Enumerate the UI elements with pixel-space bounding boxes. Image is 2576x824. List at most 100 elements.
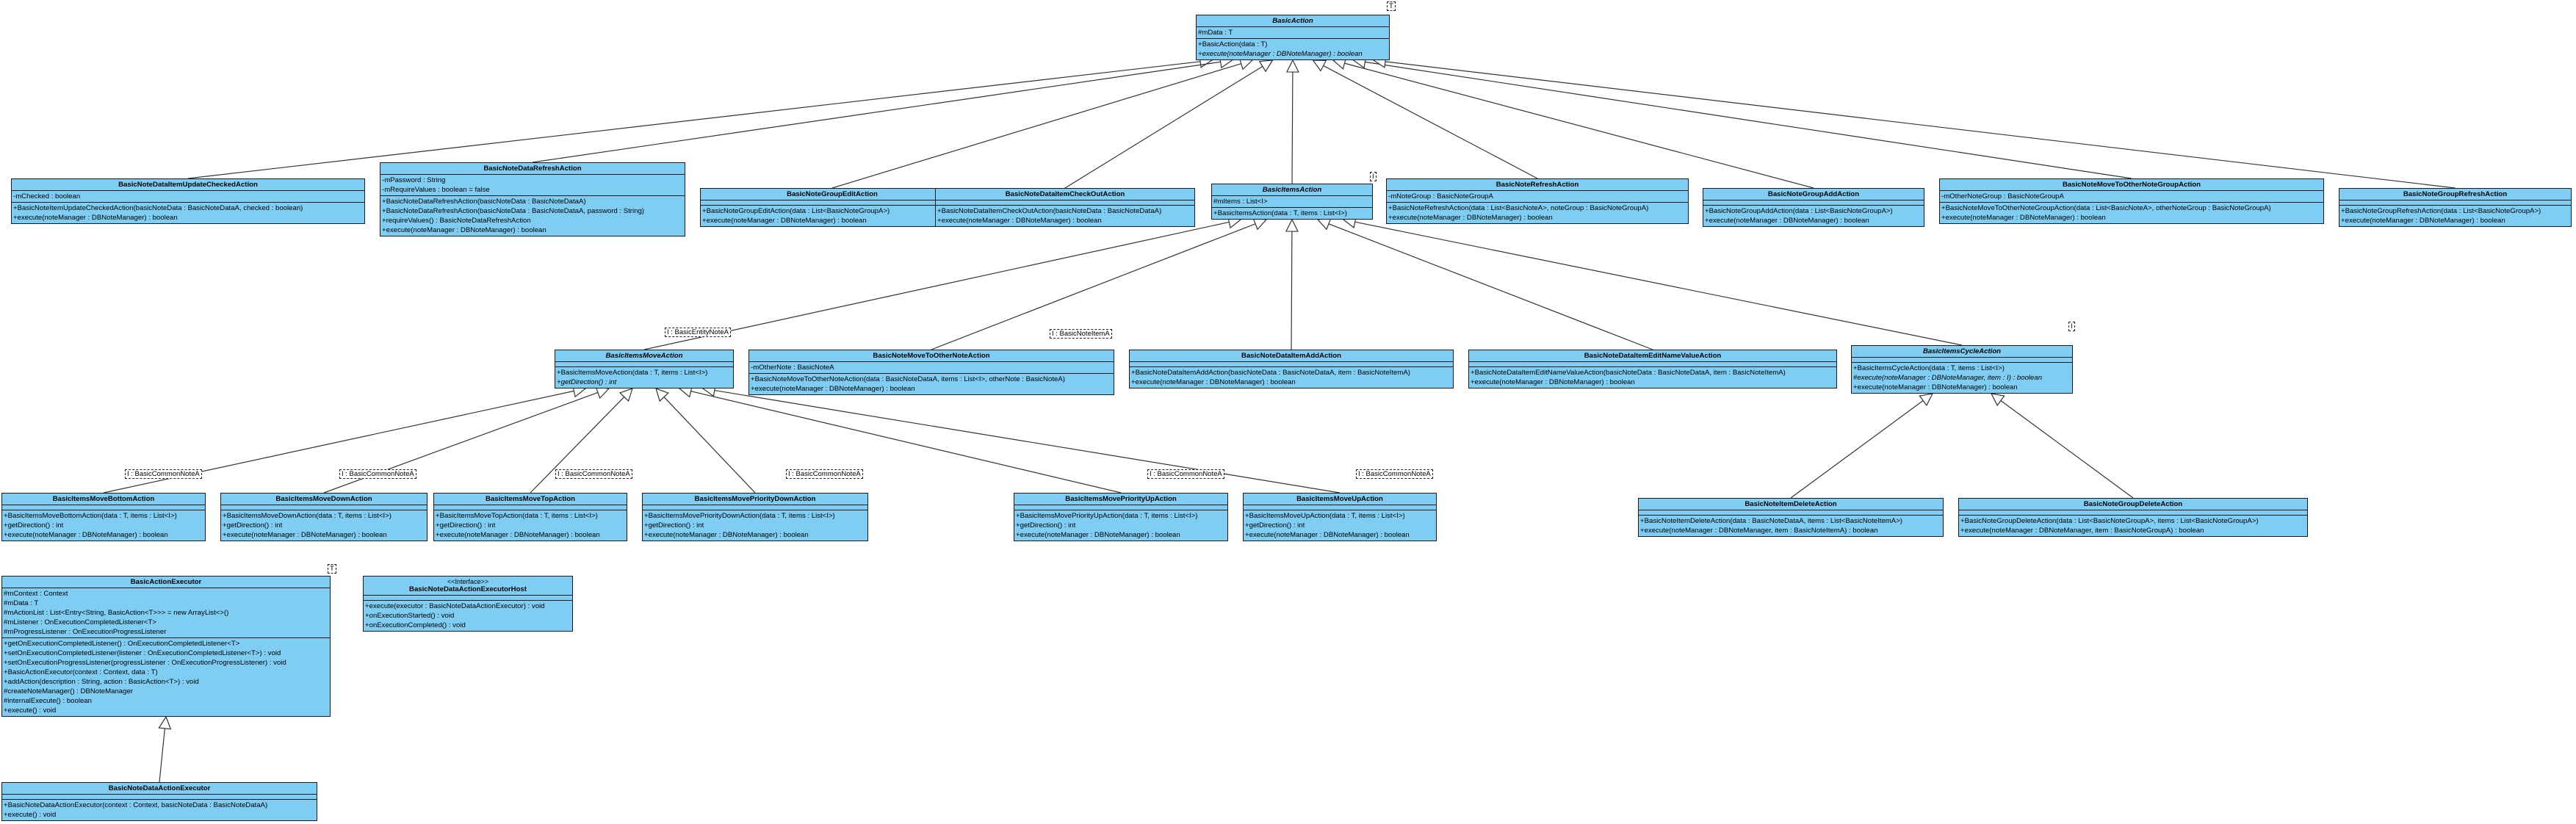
- class-move-top[interactable]: BasicItemsMoveTopAction +BasicItemsMoveTo…: [433, 493, 627, 541]
- class-item-edit-name[interactable]: BasicNoteDataItemEditNameValueAction +Bas…: [1468, 350, 1837, 388]
- field-row: -mPassword : String: [382, 176, 446, 184]
- methods-section: +BasicNoteDataActionExecutor(context : C…: [2, 799, 317, 820]
- inheritance-arrowhead: [1258, 59, 1274, 73]
- methods-section: +BasicNoteGroupAddAction(data : List<Bas…: [1703, 205, 1924, 226]
- class-checkout[interactable]: BasicNoteDataItemCheckOutAction+BasicNot…: [935, 188, 1195, 227]
- generalization-line: [1323, 65, 1538, 179]
- class-update-checked[interactable]: BasicNoteDataItemUpdateCheckedAction-mCh…: [11, 178, 365, 224]
- fields-section: [1639, 510, 1943, 515]
- methods-section: +BasicItemsAction(data : T, items : List…: [1212, 207, 1372, 219]
- generalization-line: [159, 728, 165, 783]
- class-refresh-action[interactable]: BasicNoteDataRefreshAction-mPassword : S…: [380, 162, 685, 236]
- class-title: BasicItemsAction: [1262, 186, 1322, 194]
- method-row: +BasicNoteGroupAddAction(data : List<Bas…: [1705, 207, 1893, 215]
- method-row: +BasicNoteDataItemEditNameValueAction(ba…: [1471, 369, 1786, 377]
- class-move-down[interactable]: BasicItemsMoveDownAction+BasicItemsMoveD…: [220, 493, 427, 541]
- class-executor[interactable]: BasicActionExecutor#mContext : Context#m…: [1, 576, 331, 717]
- class-cycle-action[interactable]: BasicItemsCycleAction+BasicItemsCycleAct…: [1851, 345, 2073, 394]
- type-parameter-box: I: [2068, 322, 2075, 331]
- field-row: #mData : T: [1198, 29, 1233, 37]
- methods-section: +BasicItemsMoveDownAction(data : T, item…: [221, 510, 427, 541]
- method-row: +getOnExecutionCompletedListener() : OnE…: [4, 640, 240, 648]
- class-note-refresh[interactable]: BasicNoteRefreshAction-mNoteGroup : Basi…: [1386, 178, 1689, 224]
- class-title: BasicItemsMoveAction: [605, 352, 683, 360]
- class-item-delete[interactable]: BasicNoteItemDeleteAction+BasicNoteItemD…: [1638, 498, 1944, 537]
- type-parameter-box: I : BasicCommonNoteA: [339, 469, 416, 479]
- class-name: BasicNoteDataItemCheckOutAction: [936, 189, 1194, 200]
- inheritance-arrowhead: [1312, 59, 1327, 72]
- class-move-other-group[interactable]: BasicNoteMoveToOtherNoteGroupAction-mOth…: [1939, 178, 2324, 224]
- class-title: BasicNoteItemDeleteAction: [1745, 500, 1837, 508]
- class-group-edit[interactable]: BasicNoteGroupEditAction+BasicNoteGroupE…: [700, 188, 964, 227]
- method-row: +execute(noteManager : DBNoteManager) : …: [382, 226, 546, 234]
- class-move-bottom[interactable]: BasicItemsMoveBottomAction+BasicItemsMov…: [1, 493, 206, 541]
- method-row: +BasicItemsMovePriorityDownAction(data :…: [644, 512, 835, 520]
- class-group-refresh[interactable]: BasicNoteGroupRefreshAction+BasicNoteGro…: [2339, 188, 2572, 227]
- method-row: +execute(noteManager : DBNoteManager) : …: [1471, 378, 1635, 386]
- fields-section: [364, 595, 572, 600]
- method-row: +execute(noteManager : DBNoteManager) : …: [1853, 383, 2018, 391]
- class-title: BasicItemsMovePriorityDownAction: [694, 495, 816, 503]
- inheritance-arrowhead: [1285, 218, 1299, 232]
- fields-section: [936, 200, 1194, 205]
- generalization-line: [532, 61, 1221, 163]
- class-items-action[interactable]: BasicItemsAction#mItems : List<I>+BasicI…: [1211, 184, 1373, 220]
- fields-section: #mContext : Context#mData : T#mActionLis…: [2, 588, 330, 637]
- method-row: +execute(noteManager : DBNoteManager) : …: [223, 531, 387, 539]
- class-move-other-note[interactable]: BasicNoteMoveToOtherNoteAction-mOtherNot…: [748, 350, 1114, 395]
- class-basic-action[interactable]: BasicAction #mData : T+BasicAction(data :…: [1196, 15, 1390, 60]
- class-stereotype: <<Interface>>: [447, 578, 489, 585]
- methods-section: +BasicAction(data : T)+execute(noteManag…: [1197, 38, 1389, 59]
- method-row: #createNoteManager() : DBNoteManager: [4, 687, 133, 695]
- fields-section: [1852, 357, 2072, 362]
- class-group-add[interactable]: BasicNoteGroupAddAction +BasicNoteGroupAd…: [1703, 188, 1924, 227]
- class-title: BasicAction: [1272, 17, 1313, 25]
- method-row: +execute(noteManager : DBNoteManager) : …: [644, 531, 809, 539]
- generalization-line: [530, 397, 625, 494]
- methods-section: +BasicNoteDataItemAddAction(basicNoteDat…: [1130, 366, 1453, 388]
- class-title: BasicNoteMoveToOtherNoteGroupAction: [2063, 181, 2201, 189]
- method-row: +onExecutionCompleted() : void: [365, 621, 466, 629]
- methods-section: +BasicNoteItemUpdateCheckedAction(basicN…: [12, 202, 364, 223]
- method-row: +addAction(description : String, action …: [4, 678, 199, 686]
- class-group-delete[interactable]: BasicNoteGroupDeleteAction+BasicNoteGrou…: [1958, 498, 2308, 537]
- class-name: BasicNoteDataActionExecutor: [2, 783, 317, 794]
- class-name: BasicNoteItemDeleteAction: [1639, 499, 1943, 510]
- class-move-prio-down[interactable]: BasicItemsMovePriorityDownAction +BasicIt…: [642, 493, 868, 541]
- method-row: +BasicNoteDataActionExecutor(context : C…: [4, 801, 268, 809]
- class-name: BasicNoteGroupAddAction: [1703, 189, 1924, 200]
- class-title: BasicItemsMoveBottomAction: [52, 495, 155, 503]
- type-parameter-box: I : BasicCommonNoteA: [125, 469, 202, 479]
- class-name: <<Interface>>BasicNoteDataActionExecutor…: [364, 577, 572, 595]
- type-parameter-box: I : BasicCommonNoteA: [786, 469, 863, 479]
- class-executor-host[interactable]: <<Interface>>BasicNoteDataActionExecutor…: [363, 576, 573, 632]
- method-row: +BasicItemsMoveTopAction(data : T, items…: [436, 512, 598, 520]
- methods-section: +execute(executor : BasicNoteDataActionE…: [364, 600, 572, 631]
- class-title: BasicNoteDataItemAddAction: [1241, 352, 1341, 360]
- class-name: BasicNoteDataItemEditNameValueAction: [1469, 350, 1836, 361]
- class-title: BasicItemsMoveTopAction: [486, 495, 575, 503]
- class-move-prio-up[interactable]: BasicItemsMovePriorityUpAction+BasicItem…: [1014, 493, 1228, 541]
- generalization-line: [831, 63, 1241, 189]
- class-item-add[interactable]: BasicNoteDataItemAddAction +BasicNoteData…: [1129, 350, 1454, 388]
- class-name: BasicItemsMovePriorityDownAction: [643, 494, 867, 505]
- class-move-up[interactable]: BasicItemsMoveUpAction+BasicItemsMoveUpA…: [1243, 493, 1437, 541]
- method-row: +execute(noteManager : DBNoteManager) : …: [2341, 217, 2505, 225]
- method-row: #internalExecute() : boolean: [4, 697, 92, 705]
- fields-section: [701, 200, 964, 205]
- fields-section: [1014, 505, 1227, 510]
- generalization-line: [1344, 62, 1814, 189]
- class-move-action[interactable]: BasicItemsMoveAction+BasicItemsMoveActio…: [555, 350, 734, 388]
- method-row: +BasicItemsCycleAction(data : T, items :…: [1853, 364, 2005, 372]
- fields-section: [434, 505, 627, 510]
- class-name: BasicNoteGroupRefreshAction: [2339, 189, 2571, 200]
- method-row: +execute(noteManager : DBNoteManager) : …: [1705, 217, 1869, 225]
- class-data-executor[interactable]: BasicNoteDataActionExecutor +BasicNoteDat…: [1, 782, 317, 821]
- generalization-line: [714, 389, 1341, 494]
- method-row: +execute(executor : BasicNoteDataActionE…: [365, 602, 545, 610]
- fields-section: -mOtherNote : BasicNoteA: [749, 361, 1114, 373]
- method-row: +BasicNoteGroupDeleteAction(data : List<…: [1960, 517, 2259, 525]
- method-row: +getDirection() : int: [1016, 521, 1076, 530]
- class-title: BasicNoteGroupAddAction: [1767, 190, 1860, 198]
